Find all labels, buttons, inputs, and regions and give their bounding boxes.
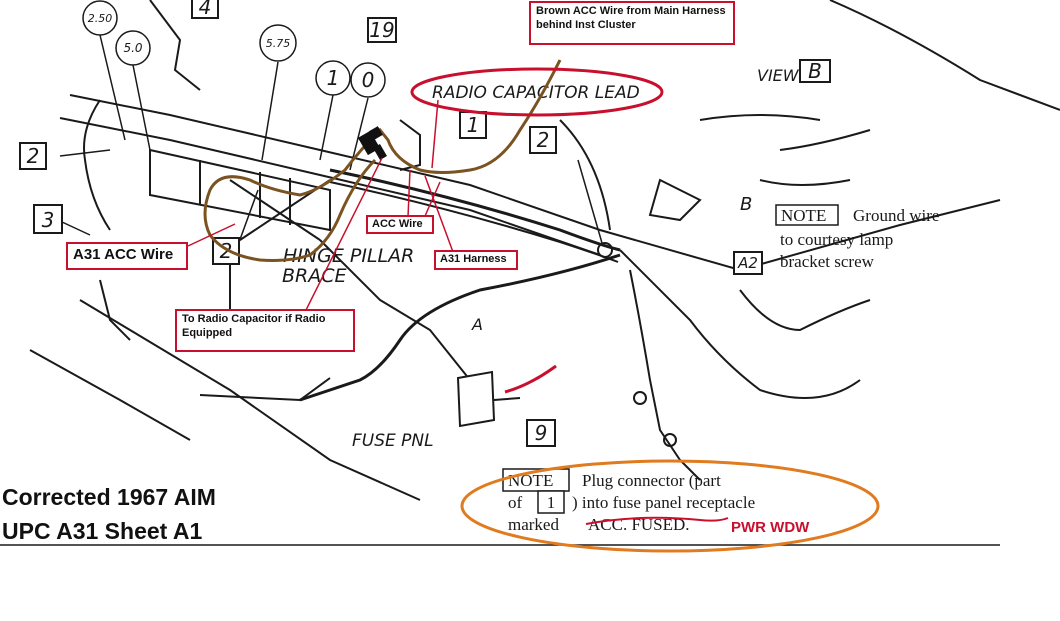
radio-capacitor-highlight: [410, 67, 664, 117]
caption-line2: UPC A31 Sheet A1: [2, 518, 203, 544]
box-4-label: 4: [199, 0, 212, 19]
note-ground-line3: bracket screw: [780, 252, 875, 271]
note-plug-part-number: 1: [547, 493, 556, 512]
callout-radio-capacitor: To Radio Capacitor if Radio Equipped: [175, 309, 355, 352]
box-2-right: [529, 126, 557, 154]
callout-brown-acc-wire-text: Brown ACC Wire from Main Harness behind …: [536, 5, 726, 31]
circle-1: [315, 60, 351, 96]
view-b-letter: B: [808, 59, 822, 83]
circle-250: [82, 0, 118, 36]
circle-0: [350, 62, 386, 98]
note-plug-connector: NOTE Plug connector (part of 1 ) into fu…: [502, 468, 755, 534]
box-2-lower-label: 2: [220, 239, 233, 263]
circle-575: [259, 24, 297, 62]
callout-a31-harness-text: A31 Harness: [440, 253, 507, 265]
note-plug-line2b: ) into fuse panel receptacle: [572, 493, 755, 512]
callout-brown-acc-wire: Brown ACC Wire from Main Harness behind …: [529, 1, 735, 45]
callout-a31-acc-wire-text: A31 ACC Wire: [73, 246, 174, 263]
note-plug-line1: Plug connector (part: [582, 471, 721, 490]
box-1: [459, 111, 487, 139]
a2-label: A2: [737, 254, 758, 272]
callout-box-numbers: 4 19 2 3 1 2 2 9 B A2: [27, 0, 822, 445]
circle-0-label: 0: [362, 68, 375, 92]
diagram-linework: [0, 0, 1060, 546]
box-4: [191, 0, 219, 19]
brown-acc-wire: [203, 59, 562, 262]
box-9: [526, 419, 556, 447]
note-plug-line3a: marked: [508, 515, 559, 534]
note-ground-line2: to courtesy lamp: [780, 230, 893, 249]
a2-box: [733, 251, 763, 275]
circle-250-label: 2.50: [88, 12, 113, 25]
note-plug-part-box: [537, 490, 565, 514]
box-19: [367, 17, 397, 43]
box-9-label: 9: [535, 421, 548, 445]
box-19-label: 19: [369, 18, 394, 42]
pwr-wdw-correction: PWR WDW: [731, 519, 810, 536]
note-ground-label: NOTE: [781, 206, 826, 225]
circle-50-label: 5.0: [123, 41, 142, 55]
fuse-pnl-label: FUSE PNL: [352, 431, 434, 451]
note-plug-line2a: of: [508, 493, 523, 512]
brace-label: BRACE: [282, 265, 347, 287]
caption-line1: Corrected 1967 AIM: [2, 484, 216, 510]
note-ground-wire: NOTE Ground wire to courtesy lamp bracke…: [775, 204, 939, 271]
box-2-left: [19, 142, 47, 170]
strikethrough-mark: [585, 516, 729, 525]
circle-50: [115, 30, 151, 66]
callout-acc-wire: ACC Wire: [366, 215, 434, 234]
connector-icon: [357, 126, 387, 161]
view-b-box: [799, 59, 831, 83]
box-2-left-label: 2: [27, 144, 40, 168]
callout-boxes: [19, 0, 831, 447]
box-3-label: 3: [42, 208, 55, 232]
box-1-label: 1: [467, 113, 480, 137]
b-label: B: [740, 194, 752, 215]
callout-a31-harness: A31 Harness: [434, 250, 518, 270]
note-ground-label-box: [775, 204, 839, 226]
gauge-leader-lines: [59, 34, 603, 246]
plug-note-highlight: [460, 459, 880, 553]
note-ground-line1: Ground wire: [853, 206, 939, 225]
red-acc-wire: [504, 364, 557, 394]
radio-capacitor-lead-label: RADIO CAPACITOR LEAD: [432, 83, 640, 103]
gauge-circles: 2.50 5.0 5.75 1 0: [82, 0, 386, 98]
callout-pointers: [187, 99, 454, 323]
view-label: VIEW: [757, 66, 800, 85]
box-3: [33, 204, 63, 234]
box-2-right-label: 2: [537, 128, 550, 152]
circle-575-label: 5.75: [266, 37, 291, 50]
a-label: A: [471, 315, 483, 334]
callout-a31-acc-wire: A31 ACC Wire: [66, 242, 188, 270]
callout-acc-wire-text: ACC Wire: [372, 218, 423, 230]
callout-radio-capacitor-text: To Radio Capacitor if Radio Equipped: [182, 313, 326, 339]
circle-1-label: 1: [327, 66, 340, 90]
